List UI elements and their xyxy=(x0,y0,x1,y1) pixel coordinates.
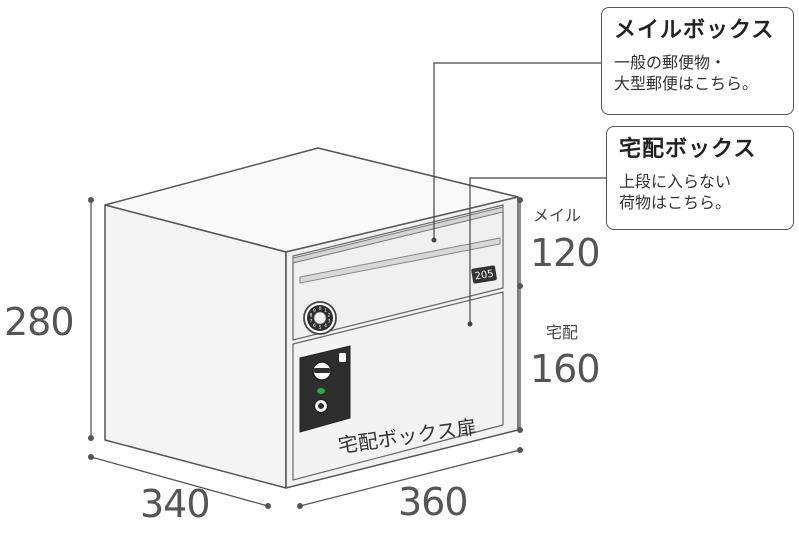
dim-line-width xyxy=(299,449,521,507)
dim-width: 360 xyxy=(398,480,469,524)
callout-parcel-box-desc-line2: 荷物はこちら。 xyxy=(619,193,732,213)
callout-mailbox-desc-line1: 一般の郵便物・ xyxy=(614,53,727,73)
callout-parcel-box-desc: 上段に入らない 荷物はこちら。 xyxy=(619,172,781,214)
callout-parcel-box-desc-line1: 上段に入らない xyxy=(619,172,732,192)
leader-line-parcel xyxy=(469,177,606,322)
room-number-plate xyxy=(471,265,497,284)
dial-digit: 1 xyxy=(324,308,327,314)
dim-line-depth xyxy=(90,456,269,507)
box-left-face xyxy=(104,204,287,489)
parcel-door-panel xyxy=(292,291,504,481)
callout-mailbox: メイルボックス 一般の郵便物・ 大型郵便はこちら。 xyxy=(601,7,794,115)
callout-mailbox-title: メイルボックス xyxy=(614,18,775,43)
dim-parcel-label: 宅配 xyxy=(546,323,579,342)
callout-parcel-box: 宅配ボックス 上段に入らない 荷物はこちら。 xyxy=(606,126,794,230)
dial-digit: 4 xyxy=(324,323,327,329)
mail-door-panel xyxy=(292,204,504,341)
room-number: 205 xyxy=(474,269,495,283)
leader-line-mail xyxy=(433,62,601,238)
dim-depth: 340 xyxy=(140,482,211,526)
callout-parcel-box-title: 宅配ボックス xyxy=(619,137,757,162)
dial-digit: 3 xyxy=(328,318,331,324)
dial-digit: 6 xyxy=(313,323,316,329)
dial-digit: 8 xyxy=(310,313,313,319)
mail-slot-lip xyxy=(299,237,501,284)
dial-digit: 9 xyxy=(313,308,316,314)
indicator-lamp xyxy=(317,388,325,394)
dim-mail-label: メイル xyxy=(533,206,582,225)
dial-digit: 5 xyxy=(319,325,322,331)
dim-mail-height: 120 xyxy=(530,231,601,275)
mail-slot xyxy=(292,206,504,264)
dim-parcel-height: 160 xyxy=(530,347,601,391)
callout-mailbox-desc: 一般の郵便物・ 大型郵便はこちら。 xyxy=(614,53,781,95)
dial-digit: 0 xyxy=(319,306,322,312)
dim-height-total: 280 xyxy=(4,300,75,344)
dial-digit: 7 xyxy=(310,318,313,324)
parcel-lock-panel xyxy=(299,345,351,433)
callout-mailbox-desc-line2: 大型郵便はこちら。 xyxy=(614,74,759,94)
dial-digit: 2 xyxy=(328,313,331,319)
